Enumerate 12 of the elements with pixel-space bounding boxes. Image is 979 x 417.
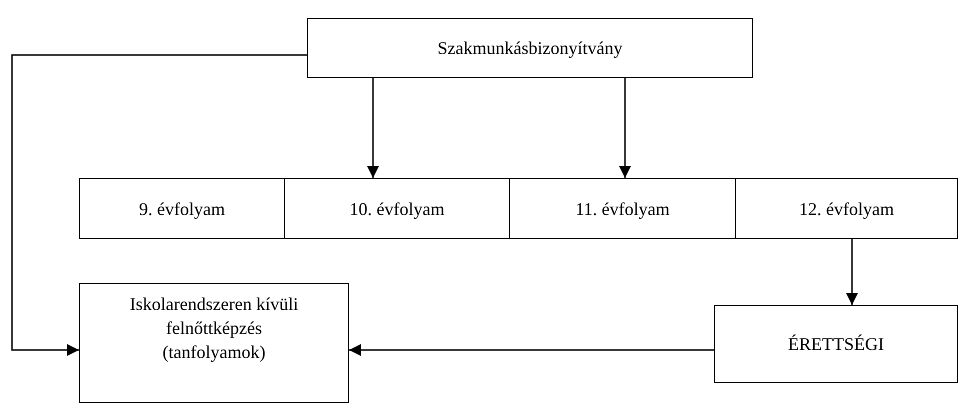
grade-cell: 10. évfolyam <box>284 178 510 239</box>
arrow <box>846 239 858 305</box>
arrow <box>11 54 307 356</box>
grade-cell: 11. évfolyam <box>509 178 736 239</box>
arrow <box>619 78 631 178</box>
grade-cell: 12. évfolyam <box>735 178 958 239</box>
text-box: Szakmunkásbizonyítvány <box>307 18 753 78</box>
grade-cell: 9. évfolyam <box>79 178 285 239</box>
text-box: Iskolarendszeren kívüli felnőttképzés (tanfolyamok) <box>79 283 349 403</box>
arrow <box>367 78 379 178</box>
arrow <box>349 344 714 356</box>
text-box: ÉRETTSÉGI <box>714 305 958 383</box>
